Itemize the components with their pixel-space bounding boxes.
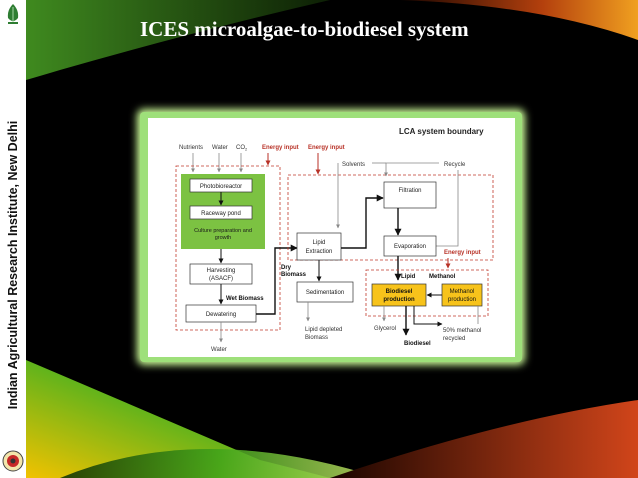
- lca-boundary-title: LCA system boundary: [399, 127, 484, 136]
- top-right-swoosh: [400, 0, 638, 40]
- energy-input-label-2: Energy input: [308, 145, 345, 151]
- institute-logo-icon: [7, 4, 19, 24]
- biodiesel-production-label-1: Biodiesel: [386, 289, 413, 295]
- water-input-label: Water: [212, 145, 228, 151]
- biodiesel-production-label-2: production: [383, 297, 415, 303]
- biodiesel-boundary: [365, 269, 489, 317]
- nutrients-label: Nutrients: [179, 145, 203, 151]
- biodiesel-output-label: Biodiesel: [404, 341, 431, 347]
- water-output-label: Water: [211, 347, 227, 353]
- methanol-label: Methanol: [429, 274, 456, 280]
- raceway-pond-label: Raceway pond: [201, 211, 241, 217]
- methanol-recycled-label-1: 50% methanol: [443, 328, 481, 334]
- methanol-production-label-1: Methanol: [450, 289, 475, 295]
- methanol-recycled-label-2: recycled: [443, 336, 465, 342]
- lipid-extraction-box: [296, 232, 342, 261]
- wet-biomass-label: Wet Biomass: [226, 296, 264, 302]
- dry-biomass-label-2: Biomass: [281, 272, 307, 278]
- top-left-swoosh: [26, 0, 330, 80]
- extraction-to-filtration-arrow: [341, 194, 384, 249]
- raceway-pond-box: [189, 205, 253, 220]
- biodiesel-production-box: [371, 283, 427, 307]
- culture-label-2: growth: [215, 235, 232, 241]
- lipid-label: Lipid: [401, 274, 416, 280]
- energy-input-label-3: Energy input: [444, 250, 481, 256]
- methanol-recycle-arrow: [413, 306, 443, 327]
- evaporation-label: Evaporation: [394, 244, 426, 250]
- dry-biomass-label-1: Dry: [281, 265, 292, 271]
- solvents-label: Solvents: [342, 162, 365, 168]
- harvesting-label-2: (ASACF): [209, 276, 233, 282]
- lipid-depleted-label-2: Biomass: [305, 335, 328, 341]
- photobioreactor-label: Photobioreactor: [200, 184, 242, 190]
- bottom-right-swoosh: [330, 400, 638, 478]
- co2-subscript: 2: [245, 147, 248, 152]
- lipid-depleted-label-1: Lipid depleted: [305, 327, 342, 333]
- co2-label: CO2: [236, 145, 248, 152]
- bottom-left-swoosh: [26, 360, 330, 478]
- filtration-label: Filtration: [398, 188, 421, 194]
- filtration-box: [383, 181, 437, 209]
- lipid-extraction-label-2: Extraction: [306, 249, 333, 255]
- recycle-line: [436, 170, 459, 247]
- bottom-green-swoosh: [60, 449, 380, 478]
- evaporation-box: [383, 235, 437, 257]
- methanol-production-label-2: production: [448, 297, 476, 303]
- co2-main: CO: [236, 145, 245, 151]
- sedimentation-box: [296, 281, 354, 303]
- lipid-extraction-label-1: Lipid: [313, 240, 326, 246]
- sidebar: Indian Agricultural Research Institute, …: [0, 0, 26, 478]
- institute-name: Indian Agricultural Research Institute, …: [6, 120, 20, 410]
- energy-input-label-1: Energy input: [262, 145, 299, 151]
- process-flow-diagram: LCA system boundary Nutrients Water CO2 …: [175, 127, 494, 353]
- glycerol-label: Glycerol: [374, 326, 396, 332]
- slide-title: ICES microalgae-to-biodiesel system: [140, 17, 469, 41]
- dewatering-label: Dewatering: [206, 312, 236, 318]
- extraction-boundary: [287, 174, 494, 261]
- emblem-icon: [2, 450, 24, 472]
- recycle-label: Recycle: [444, 162, 466, 168]
- sedimentation-label: Sedimentation: [306, 290, 344, 296]
- dewater-to-extraction-arrow: [256, 244, 298, 315]
- recycle-to-filtration-arrow: [384, 162, 439, 177]
- culture-label-1: Culture preparation and: [194, 228, 252, 234]
- harvesting-label-1: Harvesting: [207, 268, 236, 274]
